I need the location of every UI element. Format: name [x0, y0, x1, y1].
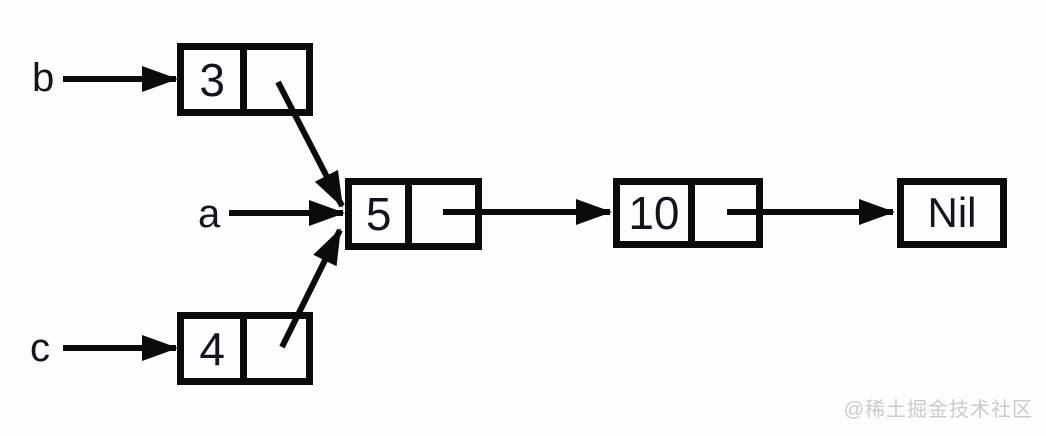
nil-label: Nil [927, 189, 977, 236]
var-label-c: c [30, 326, 50, 370]
node-4-value: 4 [199, 322, 226, 375]
node-10: 10 [613, 178, 763, 248]
node-5-pointer-cell [412, 185, 475, 243]
node-5-value: 5 [365, 188, 392, 240]
node-3-pointer-cell [247, 50, 306, 109]
node-3-value: 3 [199, 53, 226, 106]
node-3-value-cell: 3 [184, 50, 248, 109]
node-5-value-cell: 5 [352, 185, 413, 243]
node-3: 3 [177, 43, 313, 116]
var-label-b: b [32, 56, 55, 100]
node-4-pointer-cell [247, 319, 306, 378]
node-10-pointer-cell [695, 185, 756, 241]
var-label-a: a [198, 192, 221, 236]
node-10-value-cell: 10 [620, 185, 695, 241]
node-4: 4 [177, 312, 313, 385]
node-5: 5 [345, 178, 482, 250]
watermark: @稀土掘金技术社区 [843, 399, 1033, 421]
node-4-value-cell: 4 [184, 319, 248, 378]
nil-node: Nil [897, 178, 1007, 248]
node-10-value: 10 [628, 187, 680, 239]
nil-cell: Nil [904, 185, 1000, 241]
